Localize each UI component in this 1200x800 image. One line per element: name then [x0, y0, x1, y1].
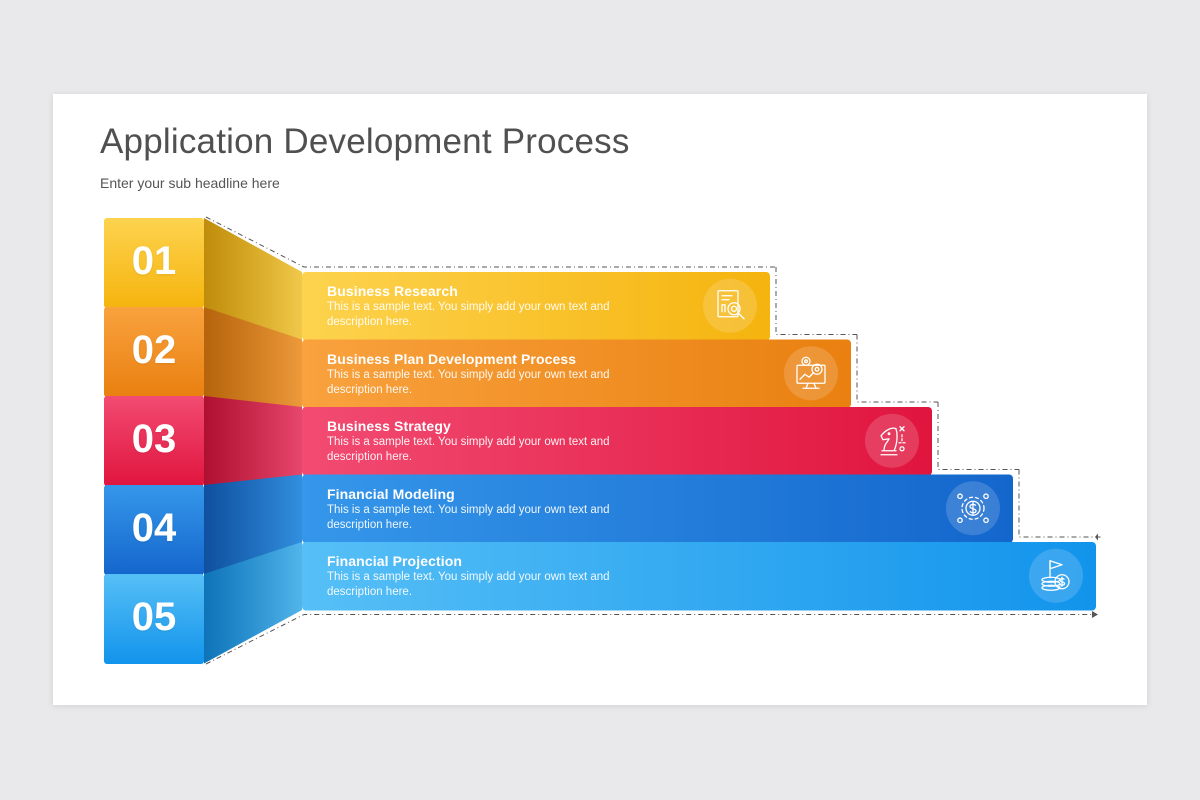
icon-badge [865, 413, 919, 468]
dashed-outline-step-4 [1018, 469, 1102, 538]
step-block-05 [104, 574, 204, 664]
step-block-02 [104, 307, 204, 397]
chess-knight-strategy-icon [865, 413, 919, 468]
step-description-05: This is a sample text. You simply add yo… [327, 571, 610, 598]
step-number-01: 01 [131, 239, 177, 283]
step-description-03: This is a sample text. You simply add yo… [327, 436, 610, 463]
step-side-shade-01 [204, 218, 302, 340]
step-band-03 [302, 407, 932, 476]
icon-badge [784, 346, 838, 401]
step-side-shade-03 [204, 396, 302, 486]
step-number-03: 03 [131, 417, 177, 461]
dashed-outline-bottom [205, 614, 1092, 665]
research-chart-magnifier-icon [703, 278, 757, 333]
icon-badge [703, 278, 757, 333]
page-subtitle: Enter your sub headline here [100, 175, 280, 191]
step-description-01: This is a sample text. You simply add yo… [327, 301, 610, 328]
arrowhead-bottom [1092, 611, 1098, 618]
step-band-05 [302, 542, 1096, 611]
icon-badge [1029, 548, 1083, 603]
step-side-shade-02 [204, 307, 302, 408]
dollar-network-icon [946, 481, 1000, 536]
step-number-05: 05 [131, 595, 177, 639]
step-block-03 [104, 396, 204, 486]
step-title-03: Business Strategy [327, 418, 451, 434]
step-title-02: Business Plan Development Process [327, 350, 577, 367]
monitor-gears-icon [784, 346, 838, 401]
step-description-04: This is a sample text. You simply add yo… [327, 503, 610, 531]
step-title-01: Business Research [327, 283, 458, 299]
step-title-05: Financial Projection [327, 553, 463, 569]
step-side-shade-04 [204, 474, 302, 575]
dashed-outline-top [205, 216, 776, 268]
dashed-outline-step-1 [775, 267, 857, 335]
dashed-outline-step-3 [937, 402, 1019, 470]
step-band-04 [302, 474, 1013, 543]
step-number-02: 02 [131, 328, 177, 372]
step-block-04 [104, 485, 204, 575]
step-band-02 [302, 339, 851, 408]
coins-flag-icon [1029, 548, 1083, 603]
dashed-outline-step-2 [856, 334, 938, 403]
step-title-04: Financial Modeling [327, 485, 455, 502]
step-side-shade-05 [204, 542, 302, 664]
arrowhead-top [1095, 533, 1098, 541]
step-description-02: This is a sample text. You simply add yo… [327, 368, 610, 396]
step-number-04: 04 [131, 506, 177, 550]
step-block-01 [104, 218, 204, 308]
page-title: Application Development Process [100, 122, 630, 161]
step-band-01 [302, 272, 770, 341]
